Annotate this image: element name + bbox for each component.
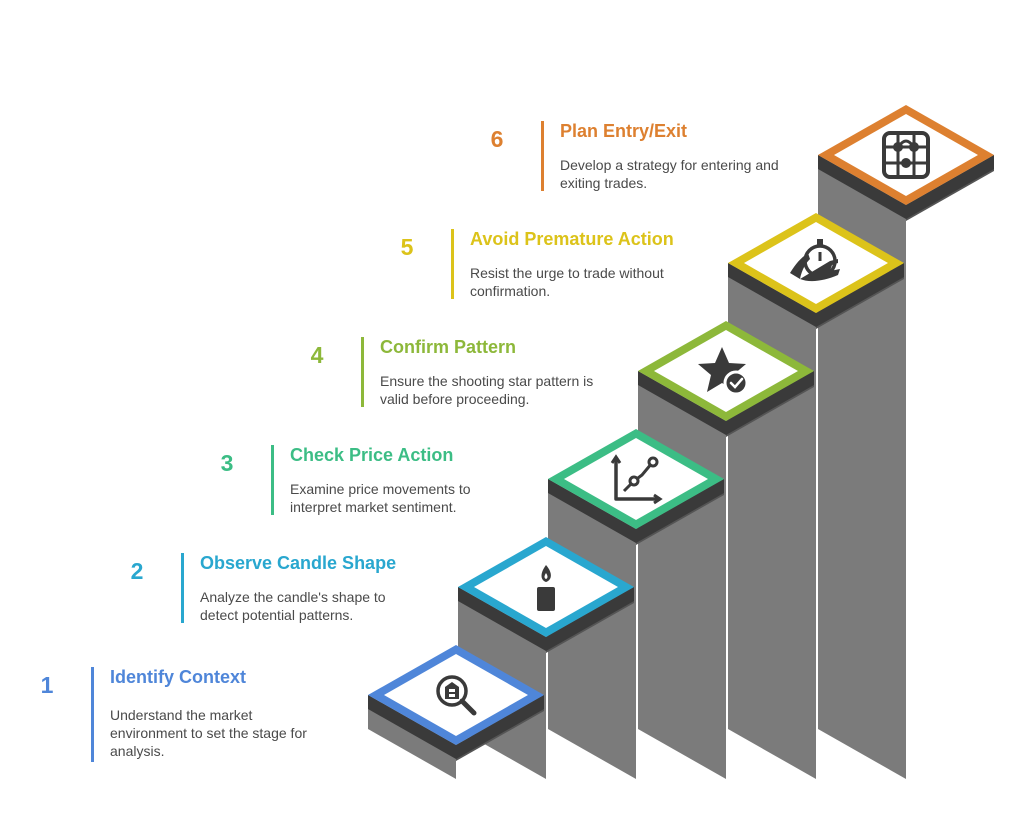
step-3-title: Check Price Action (290, 445, 454, 465)
step-1-number: 1 (40, 672, 54, 698)
candle-icon (537, 565, 555, 611)
step-3-edge (548, 479, 724, 543)
step-3-description: Examine price movements to interpret mar… (290, 481, 471, 515)
line-chart-icon (610, 454, 663, 505)
step-6-tread-inner (834, 114, 978, 196)
step-4-number: 4 (310, 342, 324, 368)
step-5-tread-inner (744, 222, 888, 304)
step-4-description: Ensure the shooting star pattern is vali… (380, 373, 594, 407)
step-2-description: Analyze the candle's shape to detect pot… (200, 589, 386, 623)
step-4-divider (361, 337, 364, 407)
step-4-title: Confirm Pattern (380, 337, 517, 357)
step-5-number: 5 (400, 234, 414, 260)
step-6-title: Plan Entry/Exit (560, 121, 688, 141)
step-5-edge (728, 263, 904, 327)
step-6-description: Develop a strategy for entering and exit… (560, 157, 779, 191)
step-4-riser (638, 371, 726, 779)
hand-stopwatch-icon (790, 239, 840, 282)
step-5-divider (451, 229, 454, 299)
step-2-title: Observe Candle Shape (200, 553, 397, 573)
step-5-description: Resist the urge to trade without confirm… (470, 265, 664, 299)
step-1-divider (91, 667, 94, 762)
step-6-number: 6 (490, 126, 504, 152)
step-2-edge (458, 587, 634, 651)
step-2-divider (181, 553, 184, 623)
step-3-number: 3 (220, 450, 234, 476)
stair-step-6 (818, 105, 994, 779)
step-1-edge (368, 695, 544, 759)
market-search-icon (436, 675, 477, 716)
step-1-description: Understand the market environment to set… (110, 707, 307, 759)
step-5-title: Avoid Premature Action (470, 229, 674, 249)
step-4-edge (638, 371, 814, 435)
step-6-edge (818, 155, 994, 219)
star-check-icon (698, 347, 749, 396)
step-2-number: 2 (130, 558, 144, 584)
step-6-divider (541, 121, 544, 191)
step-3-divider (271, 445, 274, 515)
step-1-title: Identify Context (110, 667, 247, 687)
strategy-board-icon (882, 131, 930, 179)
